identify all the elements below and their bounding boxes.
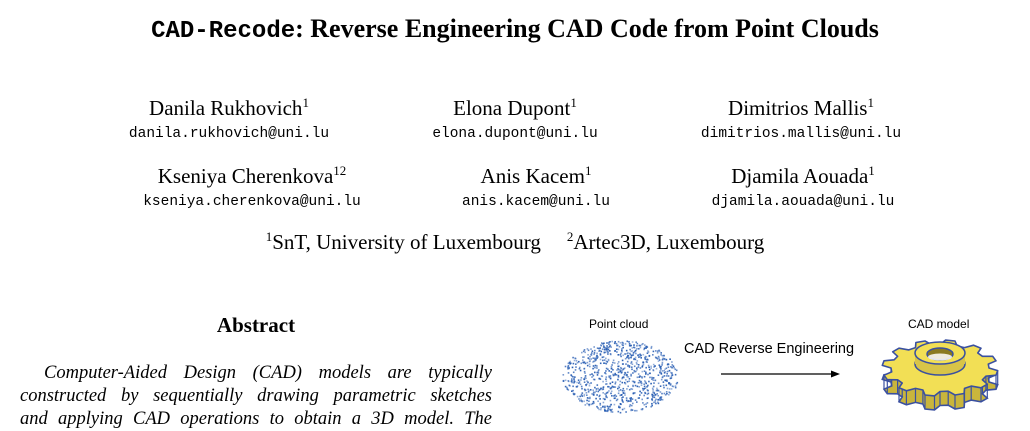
author-name-text: Kseniya Cherenkova: [157, 164, 334, 188]
author-affiliation-mark: 1: [867, 95, 874, 110]
point-cloud-label: Point cloud: [589, 317, 649, 331]
author-block: Anis Kacem1 anis.kacem@uni.lu: [430, 164, 642, 210]
affiliation-text: SnT, University of Luxembourg: [272, 230, 541, 254]
point-cloud-icon: [562, 340, 679, 414]
abstract-line: and applying CAD operations to obtain a …: [20, 409, 492, 429]
abstract-heading: Abstract: [216, 313, 296, 337]
author-affiliation-mark: 1: [584, 163, 592, 178]
author-name: Djamila Aouada1: [680, 164, 926, 188]
affiliation-mark: 1: [265, 229, 273, 244]
author-affiliation-mark: 1: [302, 95, 309, 110]
affiliation-mark: 2: [566, 229, 574, 244]
author-email[interactable]: kseniya.cherenkova@uni.lu: [143, 194, 361, 210]
author-email[interactable]: dimitrios.mallis@uni.lu: [700, 126, 902, 142]
author-email[interactable]: anis.kacem@uni.lu: [462, 194, 610, 210]
author-name-text: Djamila Aouada: [731, 164, 869, 188]
author-block: Djamila Aouada1 djamila.aouada@uni.lu: [680, 164, 926, 210]
abstract-line: Computer-Aided Design (CAD) models are t…: [44, 363, 492, 383]
author-affiliation-mark: 1: [570, 95, 577, 110]
author-block: Danila Rukhovich1 danila.rukhovich@uni.l…: [104, 96, 354, 142]
author-name: Dimitrios Mallis1: [675, 96, 927, 120]
affiliations: 1SnT, University of Luxembourg 2Artec3D, …: [0, 230, 1030, 255]
author-name: Danila Rukhovich1: [104, 96, 354, 120]
author-block: Kseniya Cherenkova12 kseniya.cherenkova@…: [108, 164, 396, 210]
author-name-text: Elona Dupont: [453, 96, 571, 120]
author-name: Kseniya Cherenkova12: [108, 164, 396, 188]
affiliation-text: Artec3D, Luxembourg: [573, 230, 765, 254]
author-name: Anis Kacem1: [430, 164, 642, 188]
arrow-label: CAD Reverse Engineering: [684, 341, 855, 357]
arrow-head-icon: [831, 370, 840, 378]
author-email[interactable]: elona.dupont@uni.lu: [432, 126, 598, 142]
gear-cad-model-icon: [881, 339, 999, 411]
author-email[interactable]: djamila.aouada@uni.lu: [711, 194, 895, 210]
author-email[interactable]: danila.rukhovich@uni.lu: [128, 126, 330, 142]
author-affiliation-mark: 12: [333, 163, 347, 178]
title-text: : Reverse Engineering CAD Code from Poin…: [295, 14, 879, 43]
author-block: Elona Dupont1 elona.dupont@uni.lu: [400, 96, 630, 142]
paper-title: CAD-Recode: Reverse Engineering CAD Code…: [0, 14, 1030, 45]
author-name-text: Danila Rukhovich: [149, 96, 303, 120]
author-name-text: Dimitrios Mallis: [728, 96, 868, 120]
abstract-line: constructed by sequentially drawing para…: [20, 386, 492, 406]
cad-model-label: CAD model: [908, 317, 970, 331]
author-name: Elona Dupont1: [400, 96, 630, 120]
title-method-name: CAD-Recode: [151, 18, 296, 45]
author-name-text: Anis Kacem: [480, 164, 585, 188]
author-block: Dimitrios Mallis1 dimitrios.mallis@uni.l…: [675, 96, 927, 142]
author-affiliation-mark: 1: [868, 163, 875, 178]
abstract-body: Computer-Aided Design (CAD) models are t…: [20, 362, 492, 431]
